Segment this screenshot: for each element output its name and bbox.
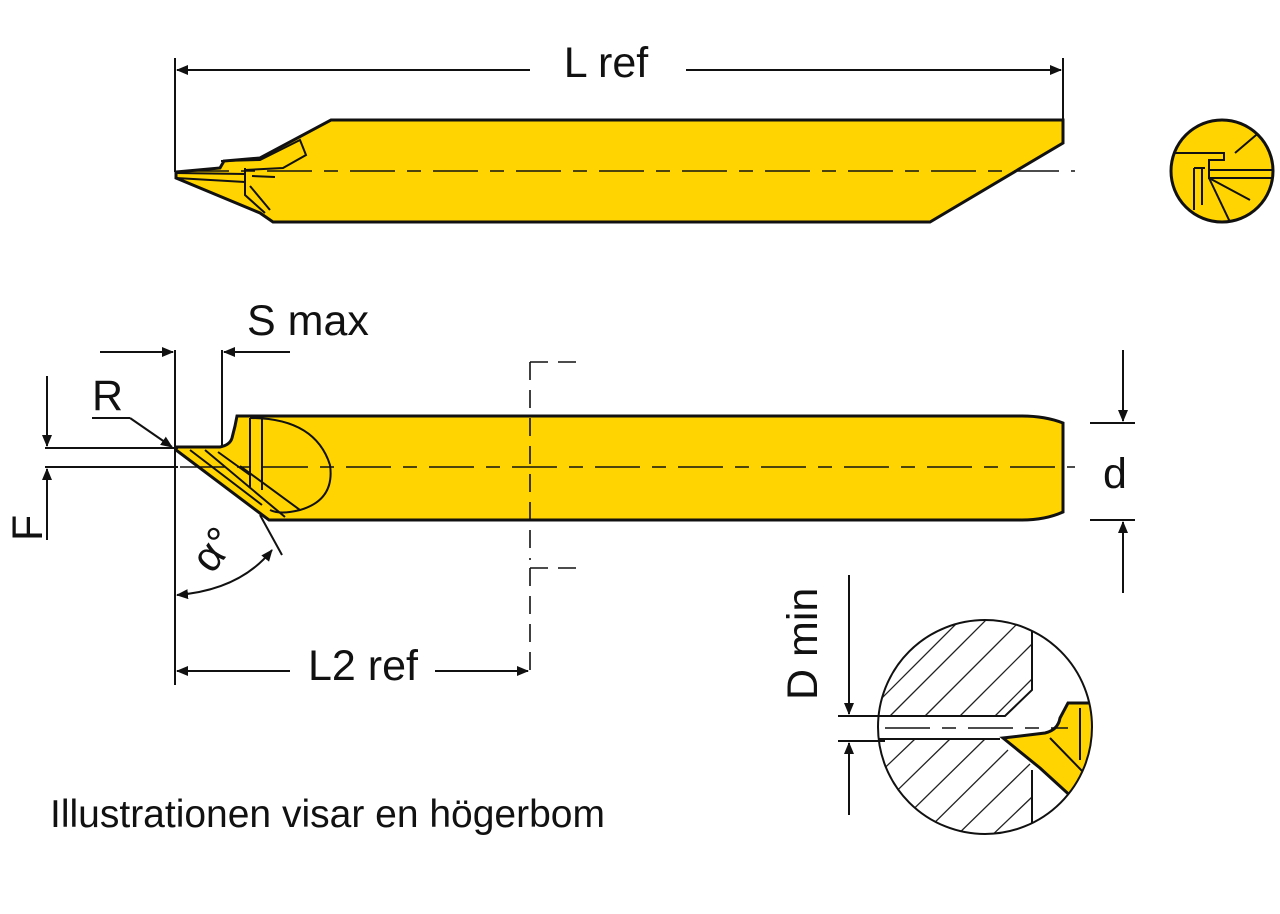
d-min-label: D min <box>779 588 827 700</box>
alpha-extension-angled <box>259 514 283 556</box>
top-view: L ref <box>174 39 1075 224</box>
l-ref-label: L ref <box>564 39 649 87</box>
l2-ref-label: L2 ref <box>308 642 419 690</box>
detail-insert-edge <box>1049 708 1087 776</box>
detail-bore-wall <box>878 620 1033 834</box>
caption: Illustrationen visar en högerbom <box>50 793 605 836</box>
end-view-insert-profile <box>1172 129 1273 222</box>
alpha-arc <box>176 549 273 600</box>
detail-view: D min <box>779 575 1093 835</box>
side-view: S max R F α° L2 ref d <box>4 297 1135 690</box>
side-view-insert-edges <box>189 418 301 518</box>
s-max-label: S max <box>247 297 369 345</box>
r-arrow <box>129 417 173 448</box>
side-view-flute-arc <box>249 417 332 514</box>
f-label: F <box>4 515 52 541</box>
r-label: R <box>92 372 123 420</box>
detail-circle-outline <box>877 619 1093 835</box>
top-view-chip-flute <box>249 175 276 211</box>
l2-ref-section-marker <box>529 361 580 680</box>
end-view <box>1169 118 1275 224</box>
side-view-tool-body <box>174 414 1065 522</box>
alpha-label: α° <box>182 518 246 581</box>
top-view-cutting-edge <box>175 138 308 214</box>
d-label: d <box>1103 450 1127 498</box>
